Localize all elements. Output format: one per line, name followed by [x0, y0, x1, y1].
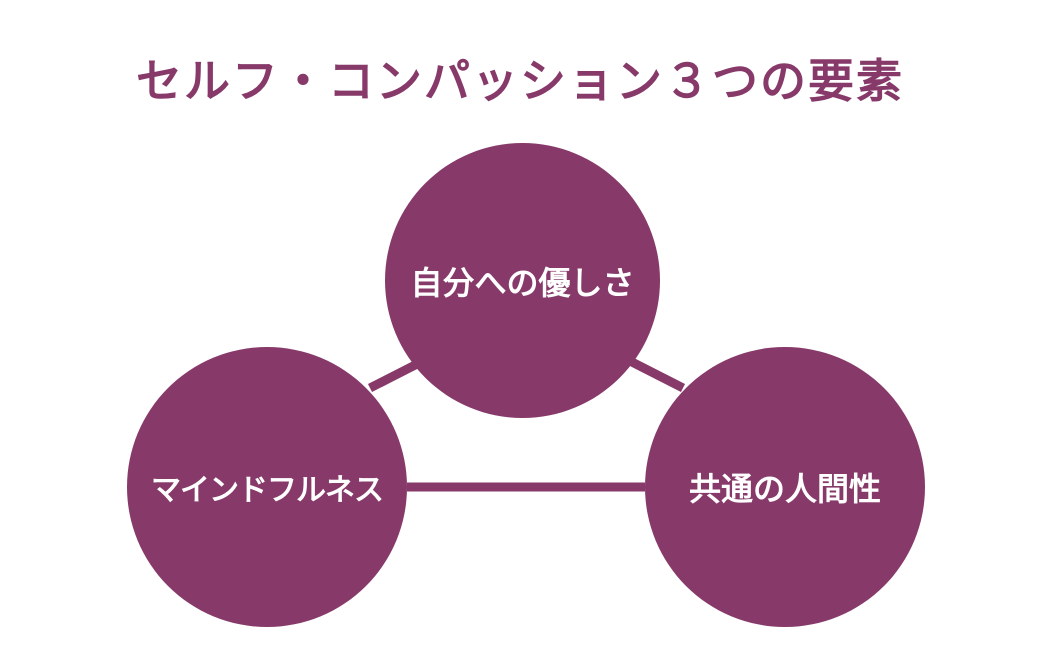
node-mindfulness-label: マインドフルネス — [151, 473, 384, 508]
node-self-kindness-label: 自分への優しさ — [410, 263, 635, 302]
connector-top-right — [627, 356, 686, 393]
node-mindfulness: マインドフルネス — [127, 347, 407, 627]
diagram-title: セルフ・コンパッション３つの要素 — [136, 54, 904, 108]
node-self-kindness: 自分への優しさ — [385, 143, 660, 418]
node-common-humanity: 共通の人間性 — [645, 347, 925, 627]
node-common-humanity-label: 共通の人間性 — [688, 470, 881, 508]
